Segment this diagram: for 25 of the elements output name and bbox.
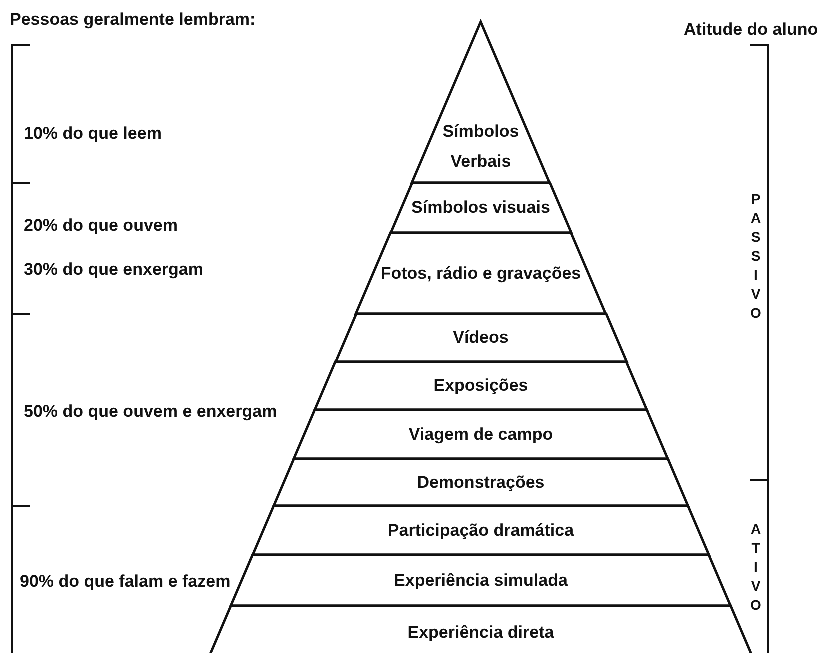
- level-label: Exposições: [432, 375, 530, 397]
- pyramid-level: [314, 362, 647, 410]
- level-label: Viagem de campo: [408, 424, 554, 446]
- percentage-label: 30% do que enxergam: [24, 260, 204, 280]
- level-label: Símbolos visuais: [410, 197, 552, 219]
- pyramid-level: [231, 555, 731, 606]
- percentage-label: 10% do que leem: [24, 124, 162, 144]
- level-label: Vídeos: [452, 327, 510, 349]
- attitude-label: PASSIVO: [750, 190, 762, 323]
- heading: Atitude do aluno: [684, 20, 818, 40]
- percentage-label: 90% do que falam e fazem: [20, 572, 231, 592]
- level-label: Experiência direta: [406, 622, 556, 644]
- level-label: Fotos, rádio e gravações: [380, 262, 582, 285]
- percentage-label: 20% do que ouvem: [24, 216, 178, 236]
- pyramid-level: [252, 506, 710, 555]
- level-label: Símbolos Verbais: [442, 121, 520, 173]
- level-label: Demonstrações: [416, 472, 546, 494]
- percentage-label: 50% do que ouvem e enxergam: [24, 402, 278, 422]
- pyramid-level: [294, 410, 668, 459]
- pyramid-level: [274, 459, 688, 506]
- heading: Pessoas geralmente lembram:: [10, 10, 256, 30]
- level-label: Experiência simulada: [393, 570, 569, 592]
- level-label: Participação dramática: [386, 520, 576, 542]
- pyramid-level: [336, 314, 626, 362]
- attitude-label: ATIVO: [750, 520, 762, 615]
